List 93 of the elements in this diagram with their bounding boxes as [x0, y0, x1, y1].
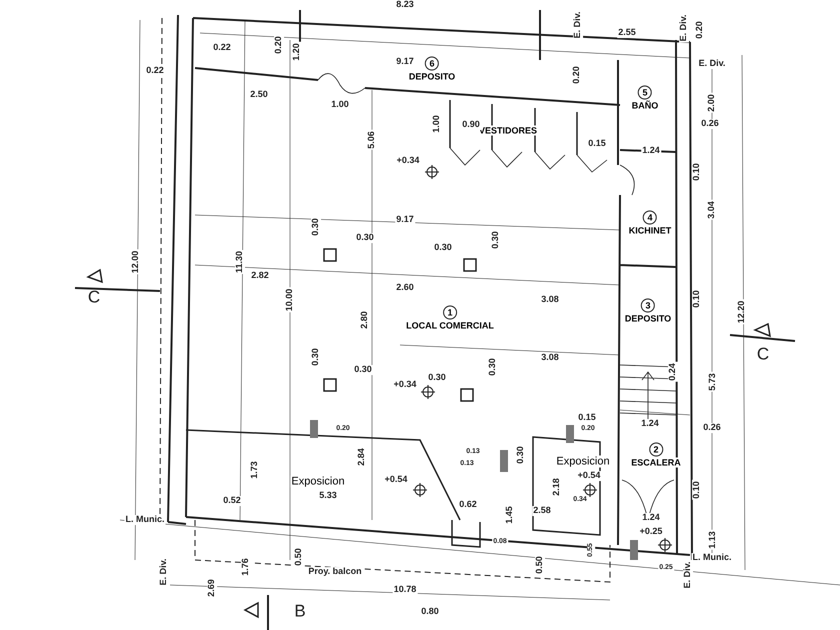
dimension-label: 2.58: [532, 506, 552, 516]
dimension-label: 0.15: [577, 413, 597, 423]
dimension-label: 0.30: [491, 230, 501, 250]
dimension-label: 0.15: [587, 139, 607, 149]
boundary-label: L. Munic.: [124, 515, 166, 525]
dimension-label: 0.30: [311, 347, 321, 367]
dimension-label: 9.17: [395, 215, 415, 225]
dimension-label: 0.30: [427, 373, 447, 383]
dimension-label: 0.22: [212, 43, 232, 53]
dimension-label: 0.20: [695, 20, 705, 40]
dimension-label: 0.10: [692, 162, 702, 182]
dimension-label: 1.13: [708, 530, 718, 550]
dimension-label: 0.20: [274, 35, 284, 55]
dimension-label: 11.30: [235, 250, 245, 274]
note-label: Proy. balcon: [307, 567, 363, 577]
dimension-label: 2.18: [552, 477, 562, 497]
dimension-label: 0.24: [668, 362, 678, 382]
room-number: 1: [443, 306, 457, 320]
section-mark: C: [86, 288, 102, 308]
boundary-label: E. Div.: [159, 558, 169, 586]
dimension-label: 0.30: [311, 217, 321, 237]
room-name: DEPOSITO: [624, 314, 672, 324]
room-name: ESCALERA: [630, 458, 682, 468]
dimension-label: 2.69: [207, 578, 217, 598]
dimension-label: 2.00: [707, 93, 717, 113]
section-mark: B: [293, 602, 307, 622]
dimension-label: 2.60: [395, 283, 415, 293]
dimension-label: 1.24: [641, 146, 661, 156]
room-name: Exposicion: [555, 456, 611, 468]
dimension-label: 5.33: [318, 491, 338, 501]
dimension-label: 2.80: [360, 310, 370, 330]
dimension-label: 0.30: [516, 445, 526, 465]
dimension-label: 10.00: [285, 288, 295, 312]
dimension-label: 0.30: [353, 365, 373, 375]
dimension-label: 3.08: [540, 295, 560, 305]
dimension-label: 5.73: [708, 372, 718, 392]
boundary-label: E. Div.: [698, 59, 726, 69]
level-label: +0.25: [638, 527, 664, 537]
dimension-label: 0.22: [145, 66, 165, 76]
room-number: 4: [643, 210, 657, 224]
level-label: +0.34: [392, 380, 418, 390]
dimension-label: 1.24: [640, 419, 660, 429]
dimension-label: 0.90: [461, 120, 481, 130]
dimension-label: 8.23: [395, 0, 415, 10]
dimension-label: 1.00: [432, 114, 442, 134]
room-name: BAÑO: [630, 100, 660, 110]
dimension-label: 1.73: [250, 460, 260, 480]
room-name: LOCAL COMERCIAL: [405, 320, 495, 330]
room-name: VESTIDORES: [478, 126, 538, 136]
room-number: 6: [425, 56, 439, 70]
dimension-label: 0.50: [294, 547, 304, 567]
dimension-label: 0.30: [488, 357, 498, 377]
dimension-label: 0.10: [692, 480, 702, 500]
dimension-label: 1.00: [330, 100, 350, 110]
boundary-label: E. Div.: [683, 560, 693, 590]
room-name: Exposicion: [290, 476, 346, 488]
dimension-label: 0.26: [700, 119, 720, 129]
dimension-label: 0.50: [535, 555, 545, 575]
level-label: +0.54: [384, 475, 408, 485]
level-label: +0.54: [576, 471, 602, 481]
dimension-label: 0.20: [572, 65, 582, 85]
dimension-label: 0.26: [702, 423, 722, 433]
dimension-label: 5.06: [367, 130, 377, 150]
level-label: +0.34: [396, 156, 420, 166]
dimension-label: 0.30: [355, 233, 375, 243]
boundary-label: E. Div.: [573, 10, 583, 40]
room-number: 5: [638, 86, 652, 100]
dimension-label: 2.84: [357, 447, 367, 467]
boundary-label: E. Div.: [679, 14, 689, 42]
dimension-label: 1.76: [241, 557, 251, 577]
room-name: KICHINET: [628, 226, 672, 236]
boundary-label: L. Munic.: [692, 553, 732, 563]
dimension-label: 2.82: [250, 271, 270, 281]
dimension-label: 2.50: [249, 90, 269, 100]
dimension-label: 12.00: [131, 250, 141, 274]
dimension-label: 1.24: [641, 513, 661, 523]
dimension-label: 0.80: [420, 607, 440, 617]
dimension-label: 1.20: [292, 42, 302, 62]
dimension-label: 9.17: [395, 57, 415, 67]
dimension-label: 0.30: [433, 243, 453, 253]
section-mark: C: [756, 346, 770, 364]
room-number: 2: [649, 442, 663, 456]
room-name: DEPOSITO: [408, 72, 456, 82]
room-number: 3: [641, 298, 655, 312]
dimension-label: 0.10: [692, 289, 702, 309]
dimension-label: 0.52: [222, 496, 242, 506]
dimension-label: 12.20: [737, 300, 747, 324]
dimension-label: 3.08: [540, 353, 560, 363]
dimension-label: 0.62: [458, 500, 478, 510]
dimension-label: 1.45: [505, 505, 515, 525]
dimension-label: 2.55: [617, 28, 637, 38]
dimension-label: 3.04: [707, 200, 717, 220]
dimension-label: 10.78: [392, 585, 418, 595]
